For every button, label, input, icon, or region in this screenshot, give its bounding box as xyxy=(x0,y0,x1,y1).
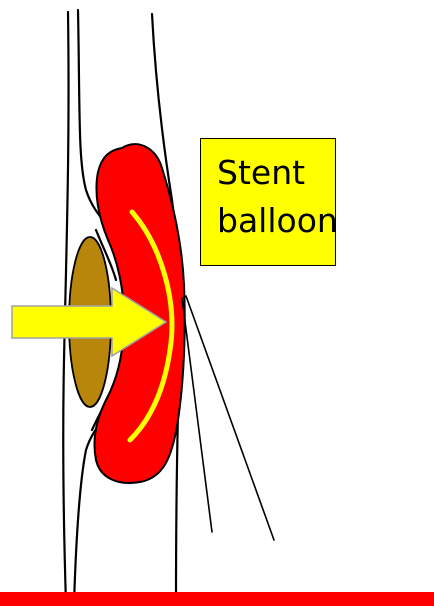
stent-balloon-label: Stent balloon xyxy=(200,138,336,266)
label-line-2: balloon xyxy=(217,197,335,245)
label-line-1: Stent xyxy=(217,149,335,197)
bottom-bar xyxy=(0,592,434,606)
distended-wall-line-1 xyxy=(182,298,212,532)
distended-wall-line-2 xyxy=(186,296,274,540)
